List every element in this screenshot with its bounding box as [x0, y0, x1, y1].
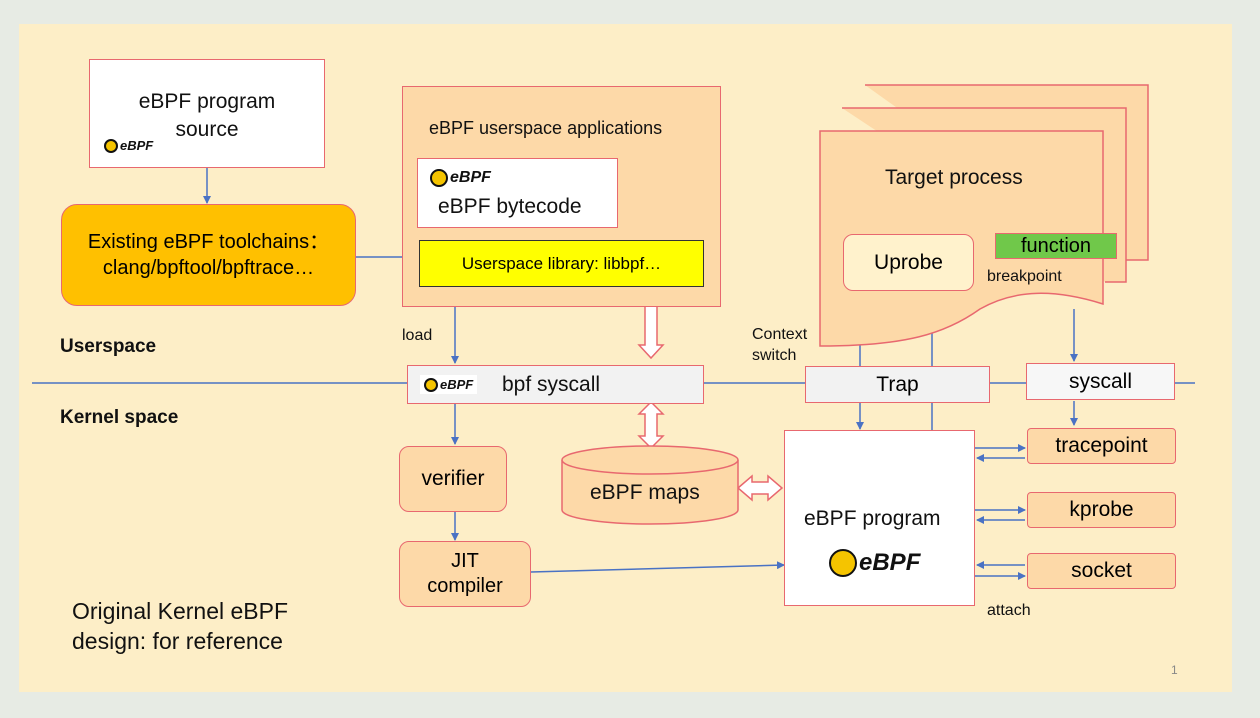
- jit-compiler-box: JIT compiler: [399, 541, 531, 607]
- context-switch-label: Context switch: [752, 324, 807, 366]
- source-line1: eBPF program: [138, 90, 276, 113]
- ebpf-maps-label: eBPF maps: [590, 481, 700, 504]
- ebpf-logo-syscall: eBPF: [420, 375, 478, 394]
- verifier-box: verifier: [399, 446, 507, 512]
- toolchains-line1: Existing eBPF toolchains：: [87, 231, 330, 253]
- trap-box: Trap: [805, 366, 990, 403]
- ebpf-logo-program: eBPF: [829, 549, 920, 577]
- syscall-box: syscall: [1026, 363, 1175, 400]
- tracepoint-box: tracepoint: [1027, 428, 1176, 464]
- footer-line1: Original Kernel eBPF: [72, 598, 289, 624]
- page-number: 1: [1171, 663, 1178, 677]
- socket-box: socket: [1027, 553, 1176, 589]
- toolchains-box: Existing eBPF toolchains： clang/bpftool/…: [61, 204, 356, 306]
- userspace-label: Userspace: [60, 336, 157, 357]
- uprobe-box: Uprobe: [843, 234, 974, 291]
- bpf-syscall-label: bpf syscall: [502, 373, 601, 396]
- arrow-jit-to-program: [530, 561, 785, 573]
- syscall-label: syscall: [1068, 369, 1132, 393]
- verifier-label: verifier: [421, 467, 485, 490]
- footer-line2: design: for reference: [72, 628, 283, 654]
- bee-icon: [104, 138, 118, 153]
- function-label: function: [1020, 234, 1092, 257]
- load-label: load: [402, 327, 433, 344]
- ebpf-program-label: eBPF program: [804, 507, 941, 530]
- source-line2: source: [175, 118, 239, 141]
- bee-icon: [424, 377, 438, 392]
- bee-icon: [829, 549, 857, 577]
- double-arrow-syscall-maps: [637, 400, 665, 450]
- kprobe-box: kprobe: [1027, 492, 1176, 528]
- socket-label: socket: [1071, 559, 1132, 582]
- double-arrow-maps-program: [736, 474, 784, 502]
- tracepoint-label: tracepoint: [1055, 434, 1148, 457]
- attach-label: attach: [987, 602, 1031, 619]
- uprobe-label: Uprobe: [874, 250, 943, 274]
- ebpf-program-box: eBPF program eBPF: [784, 430, 975, 606]
- context-switch-line2: switch: [752, 347, 797, 364]
- bytecode-label: eBPF bytecode: [438, 195, 582, 218]
- ebpf-maps-cylinder: [561, 445, 739, 525]
- footer-note: Original Kernel eBPF design: for referen…: [72, 596, 288, 656]
- function-box: function: [995, 233, 1117, 259]
- bpf-syscall-box: eBPF bpf syscall: [407, 365, 704, 404]
- ebpf-logo-bytecode: eBPF: [430, 169, 491, 187]
- target-process-title: Target process: [885, 166, 1023, 189]
- userspace-apps-title: eBPF userspace applications: [429, 118, 663, 138]
- jit-line1: JIT: [451, 550, 479, 572]
- ebpf-logo-small: eBPF: [104, 138, 153, 153]
- bytecode-box: eBPF eBPF bytecode: [417, 158, 618, 228]
- libbpf-label: Userspace library: libbpf…: [461, 253, 662, 273]
- libbpf-box: Userspace library: libbpf…: [419, 240, 704, 287]
- bee-icon: [430, 169, 448, 187]
- source-box: eBPF program source eBPF: [89, 59, 325, 168]
- trap-label: Trap: [876, 372, 919, 396]
- jit-line2: compiler: [427, 575, 503, 597]
- toolchains-line2: clang/bpftool/bpftrace…: [102, 257, 315, 279]
- kernel-space-label: Kernel space: [60, 407, 179, 428]
- context-switch-line1: Context: [752, 326, 808, 343]
- target-process-shape: [819, 84, 1149, 347]
- breakpoint-label: breakpoint: [987, 268, 1062, 285]
- kprobe-label: kprobe: [1069, 498, 1134, 521]
